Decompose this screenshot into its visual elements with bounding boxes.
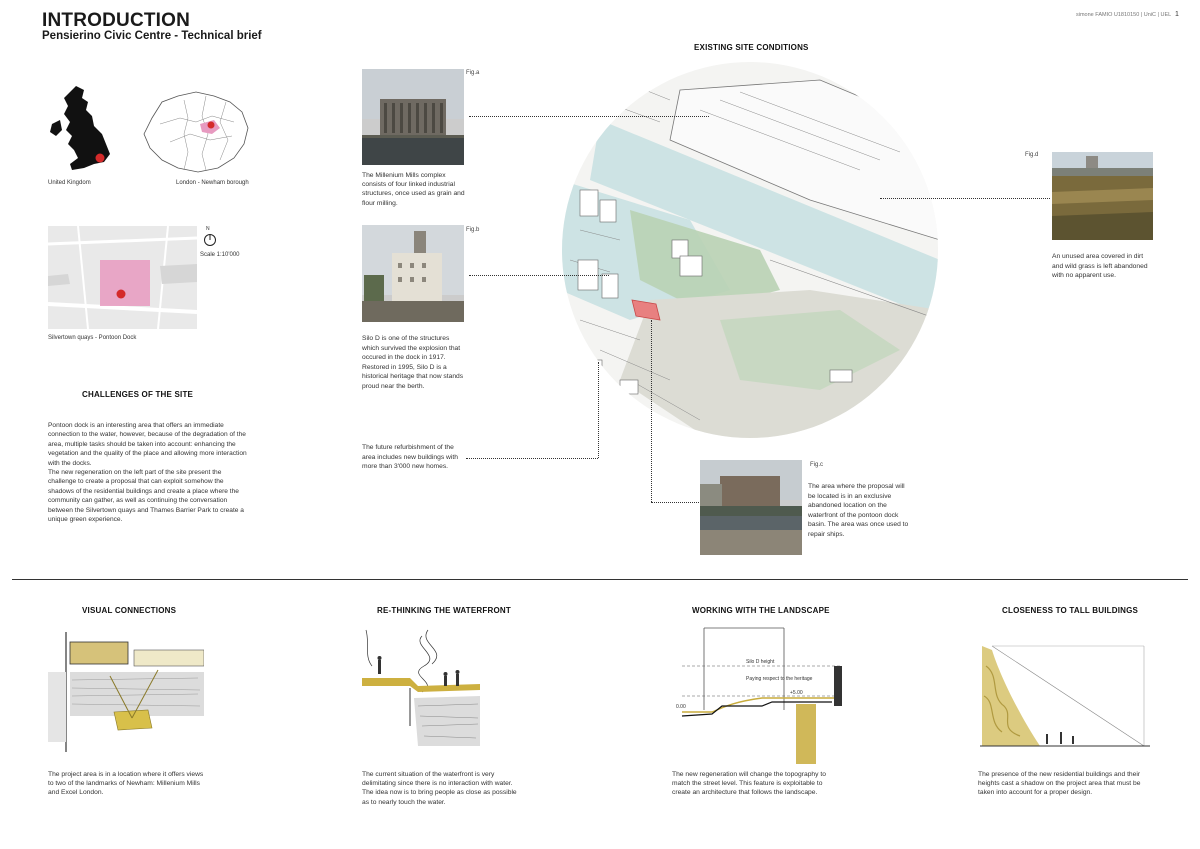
uk-map (48, 84, 118, 176)
landscape-sketch (672, 626, 856, 766)
silo-height-label: Silo D height (746, 659, 775, 665)
refurb-caption: The future refurbishment of the area inc… (362, 444, 458, 471)
london-map-label: London - Newham borough (176, 180, 249, 186)
london-map (140, 88, 252, 174)
fig-c-tag: Fig.c (810, 462, 824, 468)
challenges-text: Pontoon dock is an interesting area that… (48, 422, 247, 524)
tall-buildings-text: The presence of the new residential buil… (978, 771, 1141, 797)
leader-line-c (651, 502, 699, 503)
fig-c-caption: The area where the proposal will be loca… (808, 483, 909, 538)
existing-heading: EXISTING SITE CONDITIONS (694, 43, 809, 52)
north-label: N (206, 226, 210, 232)
leader-line-c-v (651, 320, 652, 502)
fig-b-photo (362, 225, 464, 322)
heritage-label: Paying respect to the heritage (746, 676, 813, 682)
visual-connections-heading: VISUAL CONNECTIONS (82, 606, 177, 615)
leader-line-refurb-v (598, 362, 599, 458)
page-title: INTRODUCTION (42, 10, 191, 31)
fig-a-tag: Fig.a (466, 70, 480, 76)
landscape-text: The new regeneration will change the top… (672, 771, 826, 797)
leader-line-a (469, 116, 709, 117)
visual-connections-text: The project area is in a location where … (48, 771, 204, 797)
tall-buildings-sketch (980, 636, 1150, 760)
leader-line-refurb (466, 458, 598, 459)
fig-d-photo (1052, 152, 1153, 240)
north-arrow-icon (203, 227, 217, 247)
author-credit: simone FAMIO U1810150 | UniC | UEL (1076, 12, 1172, 18)
site-axonometric (560, 60, 940, 440)
page-number: 1 (1175, 11, 1179, 18)
challenges-heading: CHALLENGES OF THE SITE (82, 390, 194, 399)
site-map-label: Silvertown quays - Pontoon Dock (48, 335, 137, 341)
fig-c-photo (700, 460, 802, 555)
section-divider (12, 579, 1188, 580)
fig-d-tag: Fig.d (1025, 152, 1039, 158)
fig-b-caption: Silo D is one of the structures which su… (362, 335, 464, 390)
uk-map-label: United Kingdom (48, 180, 91, 186)
leader-line-d (880, 198, 1050, 199)
tall-buildings-heading: CLOSENESS TO TALL BUILDINGS (1002, 606, 1139, 615)
fig-d-caption: An unused area covered in dirt and wild … (1052, 253, 1148, 280)
level-zero-label: 0.00 (676, 704, 686, 710)
page-subtitle: Pensierino Civic Centre - Technical brie… (42, 30, 262, 42)
visual-connections-sketch (48, 632, 204, 752)
waterfront-sketch (362, 626, 480, 756)
landscape-heading: WORKING WITH THE LANDSCAPE (692, 606, 830, 615)
scale-label: Scale 1:10'000 (200, 252, 240, 258)
site-map (48, 226, 197, 329)
leader-line-b (469, 275, 609, 276)
waterfront-heading: RE-THINKING THE WATERFRONT (377, 606, 511, 615)
waterfront-text: The current situation of the waterfront … (362, 771, 517, 806)
fig-b-tag: Fig.b (466, 227, 480, 233)
level-plus5-label: +5.00 (790, 690, 803, 696)
fig-a-caption: The Millenium Mills complex consists of … (362, 172, 465, 207)
fig-a-photo (362, 69, 464, 165)
